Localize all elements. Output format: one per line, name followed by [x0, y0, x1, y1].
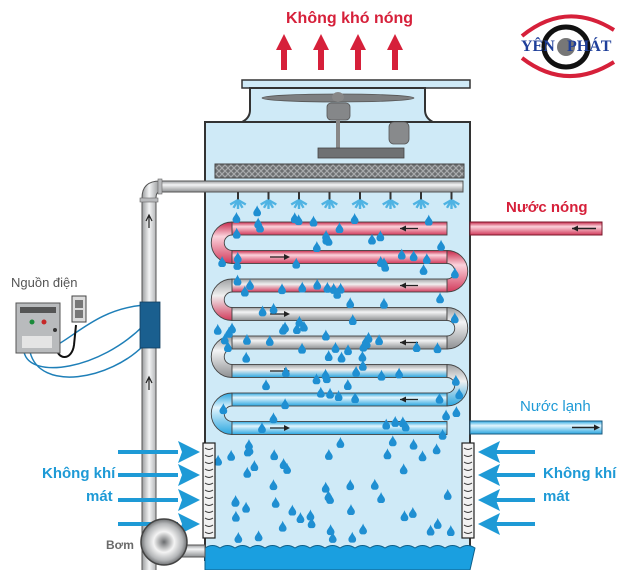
spray-header-pipe	[139, 178, 464, 570]
flow-arrow-left	[400, 282, 406, 289]
flow-arrow-left	[400, 225, 406, 232]
spray-nozzle	[351, 192, 369, 209]
cool-air-arrowhead-right	[478, 489, 500, 511]
cool-air-arrowhead-right	[478, 464, 500, 486]
cool-air-arrow-left	[118, 498, 178, 502]
hot-air-arrow	[387, 34, 403, 70]
hot-air-arrows	[276, 34, 403, 70]
spray-nozzle	[290, 192, 308, 209]
flow-arrow-right	[284, 311, 290, 317]
cold-water-label: Nước lạnh	[520, 398, 591, 415]
cool-air-arrows	[118, 441, 535, 535]
drift-eliminator	[214, 163, 465, 179]
spray-nozzle	[382, 192, 399, 209]
spray-nozzle	[260, 192, 277, 209]
spray-nozzle	[412, 192, 430, 209]
hot-water-inlet-pipe	[469, 221, 603, 236]
hot-water-label: Nước nóng	[506, 199, 588, 216]
cool-air-arrowhead-left	[178, 464, 200, 486]
hot-air-arrow	[350, 34, 366, 70]
spray-nozzle	[229, 192, 247, 209]
coil-bend	[446, 250, 469, 293]
cool-air-arrow-left	[118, 473, 178, 477]
flow-arrow-left	[400, 339, 406, 346]
flow-arrow-right	[284, 425, 290, 431]
pump	[140, 518, 206, 566]
cool-air-right-label-line1: Không khí	[543, 465, 617, 482]
cool-air-arrow-right	[495, 473, 535, 477]
cool-air-arrow-right	[495, 450, 535, 454]
air-inlet-louvers	[202, 442, 475, 539]
flow-arrow-right	[284, 254, 290, 260]
flow-arrow-left	[400, 396, 406, 403]
cool-air-arrowhead-left	[178, 489, 200, 511]
hot-air-out-label: Không khó nóng	[286, 10, 414, 27]
spray-nozzle	[321, 192, 338, 209]
coil-bend	[210, 278, 233, 321]
cool-air-arrow-left	[118, 522, 178, 526]
yen-phat-logo	[520, 14, 616, 79]
cool-air-arrow-right	[495, 522, 535, 526]
fan	[261, 92, 415, 159]
spray-nozzles	[229, 192, 460, 209]
cool-air-arrow-right	[495, 498, 535, 502]
logo-text-left: YÊN	[521, 38, 555, 55]
power-source-label: Nguồn điện	[11, 275, 78, 290]
cool-air-arrowhead-right	[478, 513, 500, 535]
louver-panel	[202, 442, 216, 539]
cool-air-left-label-line2: mát	[86, 488, 113, 505]
spray-nozzle	[443, 192, 460, 209]
cool-air-arrowhead-right	[478, 441, 500, 463]
power-control-box	[15, 213, 161, 390]
coil-tube	[231, 250, 469, 293]
cold-water-outlet-pipe	[469, 420, 603, 435]
cool-air-left-label-line1: Không khí	[42, 465, 116, 482]
cool-air-arrowhead-left	[178, 441, 200, 463]
pump-label: Bơm	[106, 538, 134, 552]
louver-panel	[461, 442, 475, 539]
cool-air-arrow-left	[118, 450, 178, 454]
coil-bend	[210, 221, 233, 264]
hot-air-arrow	[276, 34, 292, 70]
hot-air-arrow	[313, 34, 329, 70]
cool-air-right-label-line2: mát	[543, 488, 570, 505]
logo-text-right: PHÁT	[567, 38, 612, 55]
water-basin	[204, 545, 476, 570]
